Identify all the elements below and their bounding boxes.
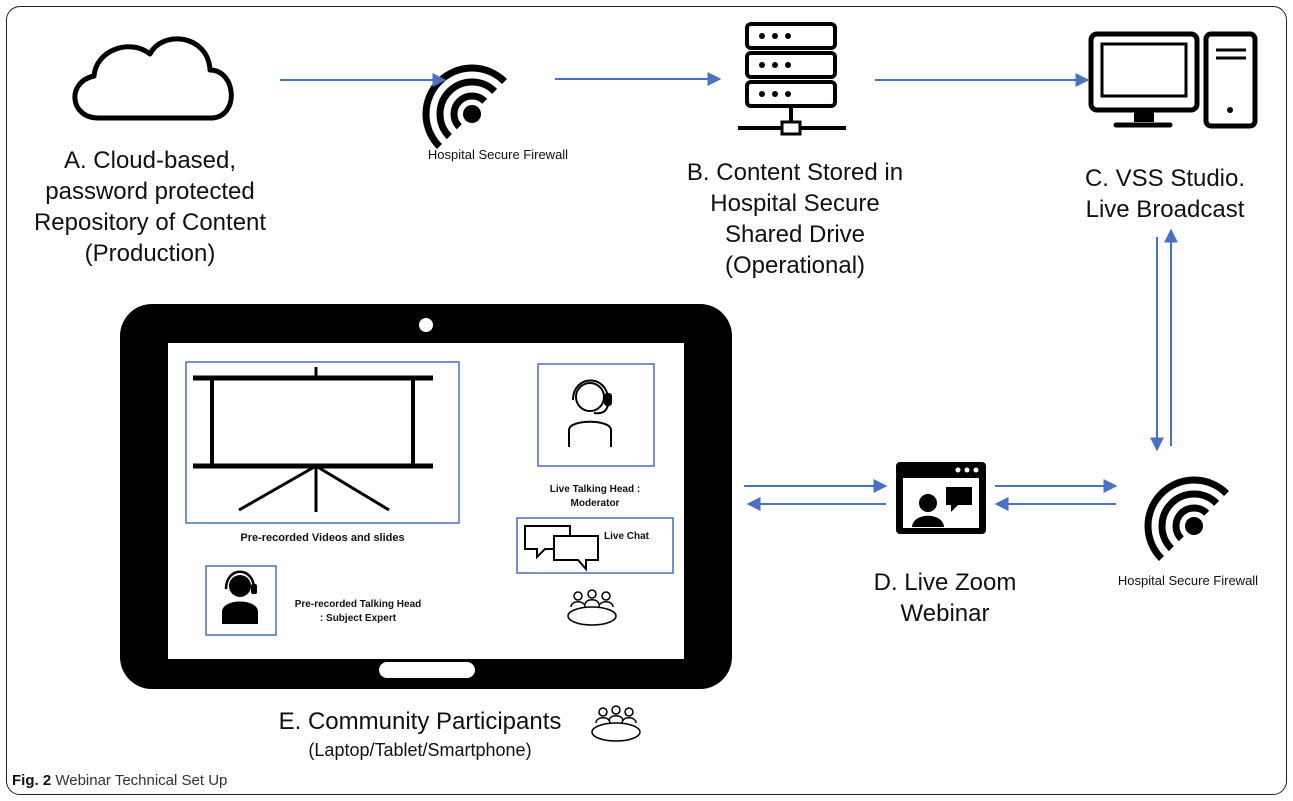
- figure-frame: [6, 6, 1287, 795]
- expert-panel: [205, 565, 277, 636]
- projector-screen-icon: [193, 367, 433, 512]
- figure-caption: Fig. 2 Webinar Technical Set Up: [12, 772, 227, 789]
- slides-panel: [185, 361, 460, 524]
- chat-bubbles-icon: [524, 525, 599, 572]
- chat-label: Live Chat: [604, 531, 650, 542]
- cloud-icon: [72, 36, 234, 121]
- headset-person-icon: [568, 379, 612, 447]
- firewall-label-top: Hospital Secure Firewall: [427, 147, 569, 162]
- node-d-label: D. Live Zoom Webinar: [873, 569, 1017, 627]
- audience-icon: [591, 705, 641, 742]
- expert-label: Pre-recorded Talking Head : Subject Expe…: [294, 599, 422, 624]
- node-a-label: A. Cloud-based, password protected Repos…: [33, 147, 267, 267]
- server-icon: [738, 22, 846, 136]
- wifi-icon: [422, 64, 507, 149]
- audience-icon: [567, 589, 617, 626]
- node-c-label: C. VSS Studio. Live Broadcast: [1084, 165, 1246, 223]
- headset-person-icon: [222, 570, 258, 624]
- node-e-title: E. Community Participants: [278, 708, 562, 735]
- node-b-label: B. Content Stored in Hospital Secure Sha…: [686, 159, 904, 279]
- figure-number: Fig. 2: [12, 772, 52, 789]
- chat-panel: [516, 517, 674, 574]
- slides-label: Pre-recorded Videos and slides: [240, 532, 405, 544]
- figure-caption-text: Webinar Technical Set Up: [51, 772, 228, 789]
- desktop-computer-icon: [1088, 31, 1258, 129]
- moderator-label: Live Talking Head : Moderator: [549, 484, 641, 509]
- video-conference-icon: [896, 462, 986, 534]
- moderator-panel: [537, 363, 655, 467]
- firewall-label-right: Hospital Secure Firewall: [1117, 573, 1259, 588]
- wifi-icon: [1144, 476, 1229, 561]
- node-e-subtitle: (Laptop/Tablet/Smartphone): [308, 740, 532, 760]
